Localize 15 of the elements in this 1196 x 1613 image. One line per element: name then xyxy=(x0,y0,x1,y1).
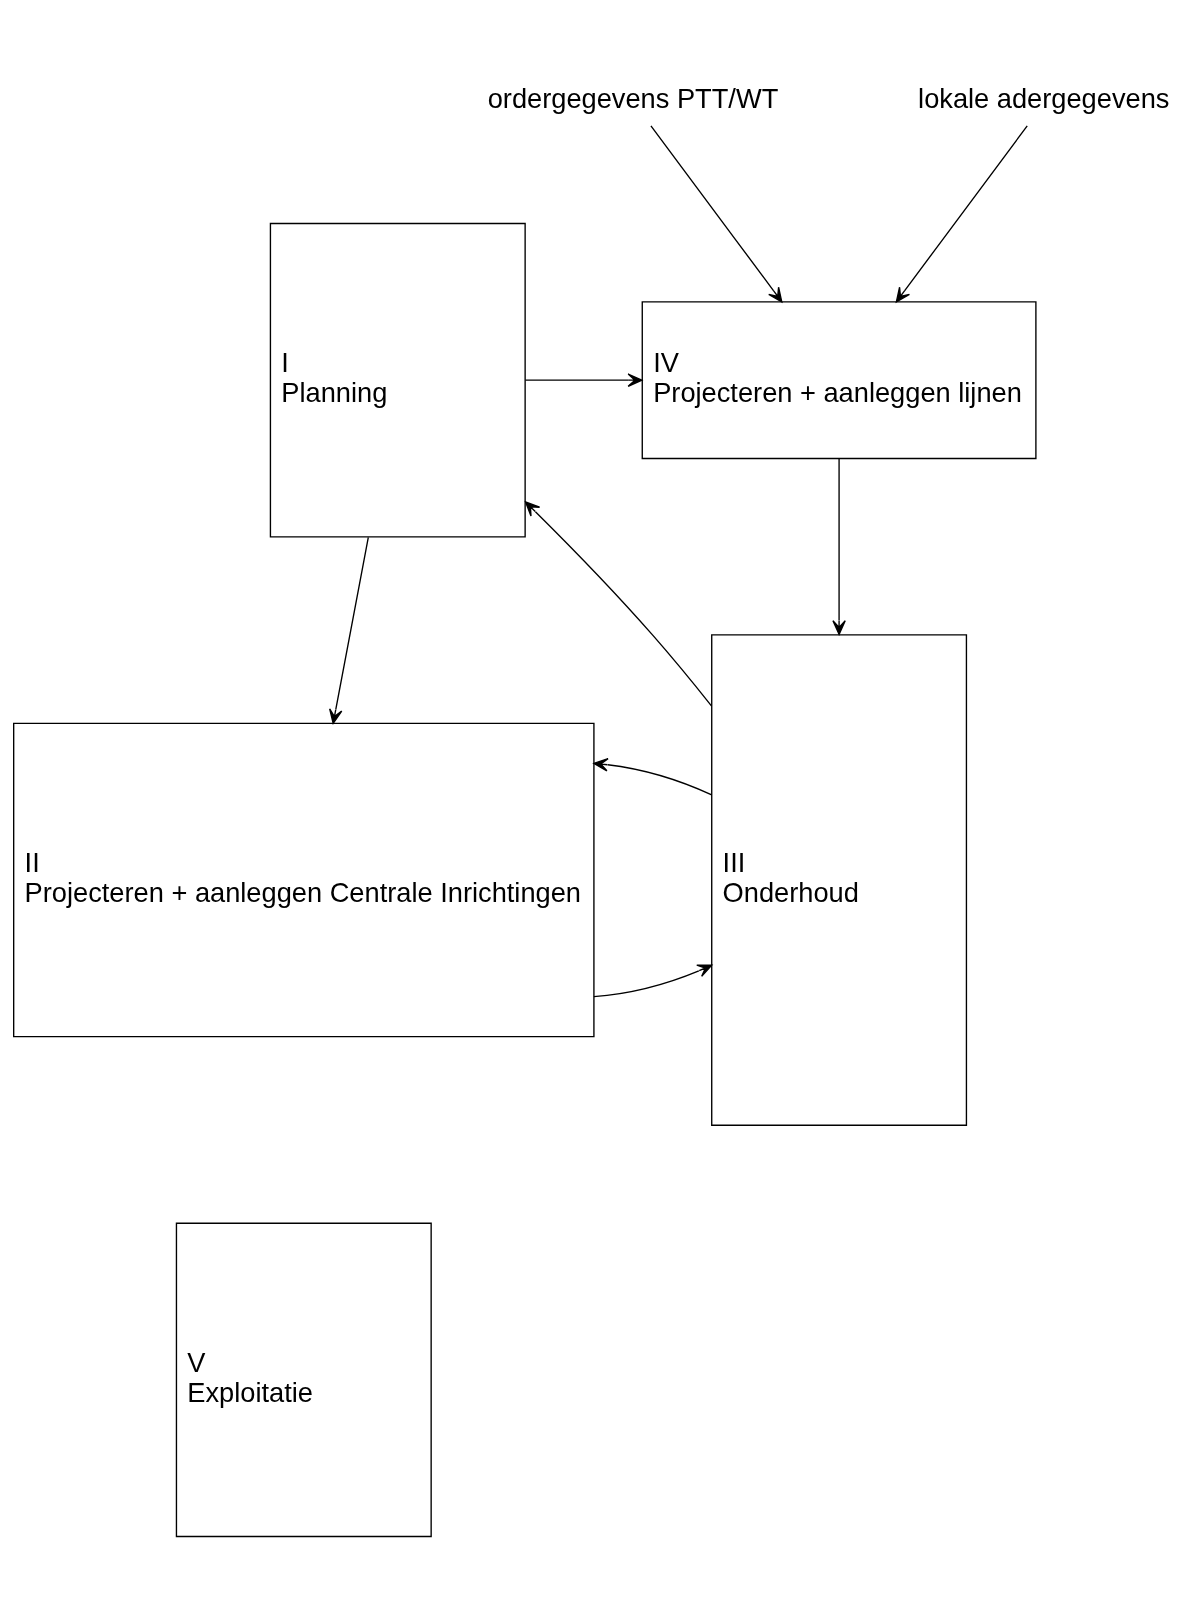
arrow xyxy=(895,125,1028,303)
arrow xyxy=(832,458,846,636)
node-box: II Projecteren + aanleggen Centrale Inrichtingen xyxy=(13,722,595,1038)
node-box: I Planning xyxy=(269,222,526,538)
arrow xyxy=(524,501,713,707)
node-text: lokale adergegevens xyxy=(918,82,1170,114)
node-box: V Exploitatie xyxy=(175,1222,432,1538)
arrow xyxy=(329,536,369,724)
arrow xyxy=(593,964,713,998)
node-text: ordergegevens PTT/WT xyxy=(487,82,779,114)
node-box: III Onderhoud xyxy=(711,634,968,1126)
arrow xyxy=(593,757,713,796)
node-box: IV Projecteren + aanleggen lijnen xyxy=(641,301,1037,460)
arrow xyxy=(524,373,643,387)
arrow xyxy=(650,125,783,303)
